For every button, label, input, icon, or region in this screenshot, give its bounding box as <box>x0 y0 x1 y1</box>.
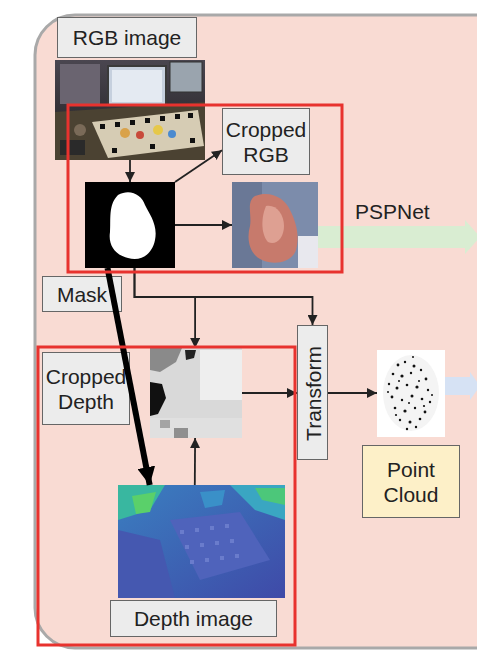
model-label: PSPNet <box>355 200 430 224</box>
flow-arrow <box>129 160 131 182</box>
flow-arrow <box>175 224 232 226</box>
highlight-box <box>38 347 295 645</box>
flow-arrow <box>135 268 196 348</box>
image-node: Depth image <box>118 485 285 598</box>
image-node: Cropped RGB <box>232 182 318 268</box>
flow-arrow <box>194 438 196 485</box>
process-box: Transform <box>297 325 328 460</box>
flow-arrow <box>135 268 313 325</box>
photo-node: RGB image <box>55 60 205 160</box>
image-node: Point Cloud <box>377 350 445 437</box>
mask-node: Mask <box>85 182 175 268</box>
point-cloud-image <box>377 350 445 437</box>
node-label: Cropped RGB <box>222 108 310 175</box>
flow-band <box>318 220 477 254</box>
node-label: Cropped Depth <box>42 352 130 425</box>
node-label: Point Cloud <box>362 445 460 518</box>
node-label: Depth image <box>110 600 277 637</box>
cropped-depth-image <box>150 348 242 438</box>
flow-arrow <box>328 392 377 394</box>
cropped-rgb-image <box>232 182 318 268</box>
background-panel <box>35 15 477 648</box>
flow-band <box>445 372 477 400</box>
flow-arrow <box>175 150 222 182</box>
node-label: RGB image <box>57 17 197 58</box>
flow-arrow <box>242 392 297 394</box>
mask-image <box>85 182 175 268</box>
image-node: Cropped Depth <box>150 348 242 438</box>
rgb-photo <box>55 60 205 160</box>
depth-image <box>118 485 285 598</box>
node-label: Transform <box>298 326 329 461</box>
thick-arrow <box>108 268 150 485</box>
highlight-box <box>68 105 342 272</box>
